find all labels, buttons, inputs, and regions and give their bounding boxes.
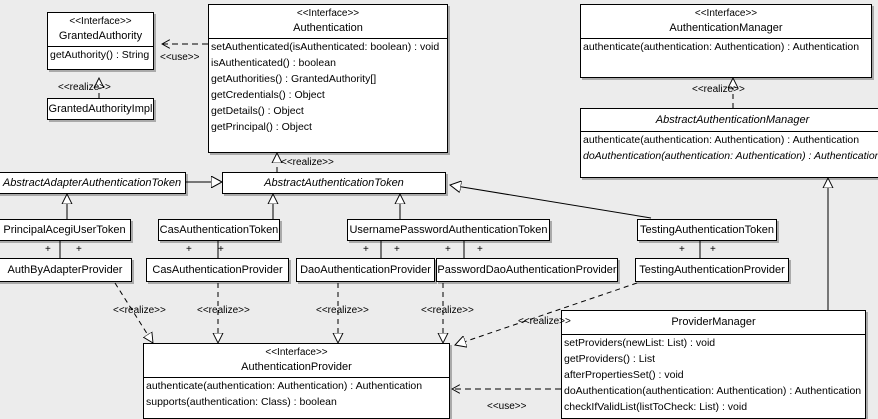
operation: isAuthenticated() : boolean	[211, 57, 336, 69]
class-name: AbstractAuthenticationToken	[264, 176, 404, 189]
edge-generalize-testingtoken	[450, 185, 652, 219]
association-multiplicity-plus: +	[76, 244, 82, 255]
label-realize-passworddaoauthenticationprovider: <<realize>>	[421, 305, 474, 316]
class-authentication-provider[interactable]: <<Interface>> AuthenticationProvider aut…	[143, 343, 450, 419]
label-realize-casauthenticationprovider: <<realize>>	[197, 305, 250, 316]
class-name: CasAuthenticationProvider	[152, 263, 283, 276]
class-authentication[interactable]: <<Interface>> Authentication setAuthenti…	[208, 4, 448, 153]
class-header: ProviderManager	[562, 311, 865, 334]
class-abstract-authentication-manager[interactable]: AbstractAuthenticationManager authentica…	[580, 108, 878, 178]
class-testing-authentication-token[interactable]: TestingAuthenticationToken	[637, 219, 777, 241]
edge-realize-authbyadapterprovider	[114, 282, 153, 343]
stereotype-label: <<Interface>>	[265, 347, 328, 358]
operation: getPrincipal() : Object	[211, 121, 312, 133]
class-name: AuthenticationManager	[669, 22, 783, 34]
class-header: <<Interface>> AuthenticationProvider	[144, 344, 449, 377]
class-name: CasAuthenticationToken	[159, 223, 279, 236]
operation: doAuthentication(authentication: Authent…	[564, 385, 862, 397]
operation: authenticate(authentication: Authenticat…	[146, 380, 423, 392]
class-name: DaoAuthenticationProvider	[300, 263, 431, 276]
class-auth-by-adapter-provider[interactable]: AuthByAdapterProvider	[0, 258, 132, 282]
operations-compartment: authenticate(authentication: Authenticat…	[581, 38, 871, 55]
class-dao-authentication-provider[interactable]: DaoAuthenticationProvider	[296, 258, 435, 282]
operations-compartment: setProviders(newList: List) : void getPr…	[562, 334, 865, 415]
association-multiplicity-plus: +	[710, 244, 716, 255]
operations-compartment: authenticate(authentication: Authenticat…	[144, 377, 449, 410]
class-name: TestingAuthenticationProvider	[639, 263, 785, 276]
class-name: PrincipalAcegiUserToken	[3, 223, 126, 236]
class-granted-authority-impl[interactable]: GrantedAuthorityImpl	[47, 98, 154, 120]
stereotype-label: <<Interface>>	[694, 8, 758, 19]
association-multiplicity-plus: +	[679, 244, 685, 255]
label-realize-abstractauthenticationtoken: <<realize>>	[281, 157, 334, 168]
operation: supports(authentication: Class) : boolea…	[146, 396, 337, 408]
operations-compartment: setAuthenticated(isAuthenticated: boolea…	[209, 38, 447, 135]
operation: doAuthentication(authentication: Authent…	[583, 150, 878, 162]
operation: getAuthorities() : GrantedAuthority[]	[211, 73, 377, 85]
association-multiplicity-plus: +	[186, 244, 192, 255]
operation: authenticate(authentication: Authenticat…	[583, 41, 860, 53]
class-cas-authentication-token[interactable]: CasAuthenticationToken	[158, 219, 280, 241]
label-realize-testingauthenticationprovider: <<realize>>	[518, 316, 571, 327]
class-granted-authority[interactable]: <<Interface>> GrantedAuthority getAuthor…	[47, 12, 154, 70]
stereotype-label: <<Interface>>	[296, 8, 360, 19]
association-multiplicity-plus: +	[218, 244, 224, 255]
class-password-dao-authentication-provider[interactable]: PasswordDaoAuthenticationProvider	[436, 258, 618, 282]
class-principal-acegi-user-token[interactable]: PrincipalAcegiUserToken	[0, 219, 131, 241]
association-multiplicity-plus: +	[363, 244, 369, 255]
stereotype-label: <<Interface>>	[69, 16, 132, 27]
class-header: <<Interface>> AuthenticationManager	[581, 5, 871, 38]
class-name: AuthByAdapterProvider	[7, 263, 123, 276]
operation: getProviders() : List	[564, 353, 656, 365]
class-abstract-authentication-token[interactable]: AbstractAuthenticationToken	[222, 172, 446, 194]
label-realize-grantedauthorityimpl: <<realize>>	[58, 82, 111, 93]
class-username-password-authentication-token[interactable]: UsernamePasswordAuthenticationToken	[347, 219, 550, 241]
operation: getDetails() : Object	[211, 105, 304, 117]
operation: getCredentials() : Object	[211, 89, 325, 101]
class-name: PasswordDaoAuthenticationProvider	[437, 263, 617, 276]
class-provider-manager[interactable]: ProviderManager setProviders(newList: Li…	[561, 310, 866, 419]
association-multiplicity-plus: +	[445, 244, 451, 255]
operations-compartment: authenticate(authentication: Authenticat…	[581, 131, 878, 164]
class-name: AuthenticationProvider	[241, 361, 352, 373]
class-header: <<Interface>> GrantedAuthority	[48, 13, 153, 46]
operation: setAuthenticated(isAuthenticated: boolea…	[211, 41, 440, 53]
label-use-providermanager: <<use>>	[487, 401, 527, 412]
operation: authenticate(authentication: Authenticat…	[583, 134, 860, 146]
class-name: AbstractAdapterAuthenticationToken	[2, 176, 182, 189]
operation: afterPropertiesSet() : void	[564, 369, 684, 381]
class-name: GrantedAuthorityImpl	[48, 102, 153, 115]
operation: getAuthority() : String	[50, 49, 150, 61]
label-use-authentication-grantedauthority: <<use>>	[160, 52, 200, 63]
class-testing-authentication-provider[interactable]: TestingAuthenticationProvider	[635, 258, 789, 282]
class-name: ProviderManager	[671, 316, 756, 328]
class-name: UsernamePasswordAuthenticationToken	[349, 223, 548, 236]
label-realize-daoauthenticationprovider: <<realize>>	[316, 305, 369, 316]
operation: setProviders(newList: List) : void	[564, 337, 716, 349]
class-name: TestingAuthenticationToken	[640, 223, 774, 236]
label-realize-authenticationmanager: <<realize>>	[692, 84, 745, 95]
association-multiplicity-plus: +	[477, 244, 483, 255]
association-multiplicity-plus: +	[45, 244, 51, 255]
operation: checkIfValidList(listToCheck: List) : vo…	[564, 401, 748, 413]
association-multiplicity-plus: +	[394, 244, 400, 255]
operations-compartment: getAuthority() : String	[48, 46, 153, 63]
label-realize-authbyadapterprovider: <<realize>>	[113, 305, 166, 316]
class-cas-authentication-provider[interactable]: CasAuthenticationProvider	[146, 258, 289, 282]
class-name: GrantedAuthority	[58, 30, 143, 42]
class-name: Authentication	[293, 22, 363, 34]
class-abstract-adapter-authentication-token[interactable]: AbstractAdapterAuthenticationToken	[0, 172, 186, 194]
class-header: AbstractAuthenticationManager	[581, 109, 878, 131]
class-authentication-manager[interactable]: <<Interface>> AuthenticationManager auth…	[580, 4, 872, 78]
class-name: AbstractAuthenticationManager	[655, 114, 810, 126]
class-header: <<Interface>> Authentication	[209, 5, 447, 38]
